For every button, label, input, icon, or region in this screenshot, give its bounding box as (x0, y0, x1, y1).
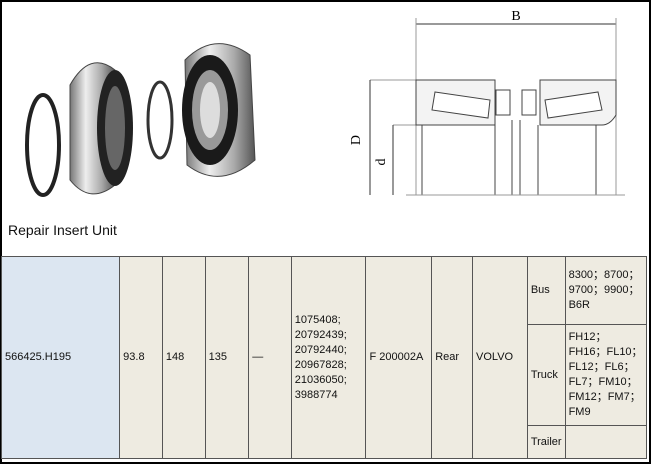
application-type: Truck (526, 324, 566, 426)
label-b: B (511, 9, 520, 24)
application-type: Trailer (526, 425, 566, 459)
dash-cell: — (248, 256, 292, 459)
make: VOLVO (472, 256, 528, 459)
application-models: FH12；FH16；FL10；FL12；FL6；FL7；FM10；FM12；FM… (564, 324, 648, 426)
oe-number: 1075408; (294, 313, 341, 326)
position: Rear (431, 256, 474, 459)
inner-diameter: 93.8 (119, 256, 163, 459)
label-D: D (349, 135, 364, 145)
caption: Repair Insert Unit (8, 222, 117, 238)
oe-number: 20792440; (294, 343, 347, 356)
table-row: 566425.H195 93.8 148 135 — 1075408; 2079… (0, 256, 648, 459)
width: 135 (204, 256, 250, 459)
oe-number: 20792439; (294, 328, 347, 341)
cross-reference: F 200002A (365, 256, 433, 459)
snap-ring-left (25, 93, 61, 197)
snap-ring-right (146, 80, 174, 160)
table-row: Truck FH12；FH16；FL10；FL12；FL6；FL7；FM10；F… (2, 324, 648, 426)
part-number: 566425.H195 (0, 256, 121, 459)
outer-diameter: 148 (161, 256, 206, 459)
application-type: Bus (526, 256, 566, 325)
cross-section-drawing: B D d (349, 9, 625, 196)
application-models (564, 425, 648, 459)
spec-table: 566425.H195 93.8 148 135 — 1075408; 2079… (0, 256, 648, 459)
table-row: Trailer (2, 425, 648, 459)
bearing-photo (25, 43, 256, 197)
oe-number: 21036050; (294, 373, 347, 386)
label-d: d (374, 159, 389, 166)
oe-numbers: 1075408; 20792439; 20792440; 20967828; 2… (290, 256, 367, 459)
application-models: 8300；8700；9700；9900；B6R (564, 256, 648, 325)
oe-number: 20967828; (294, 358, 347, 371)
oe-number: 3988774 (294, 388, 338, 401)
